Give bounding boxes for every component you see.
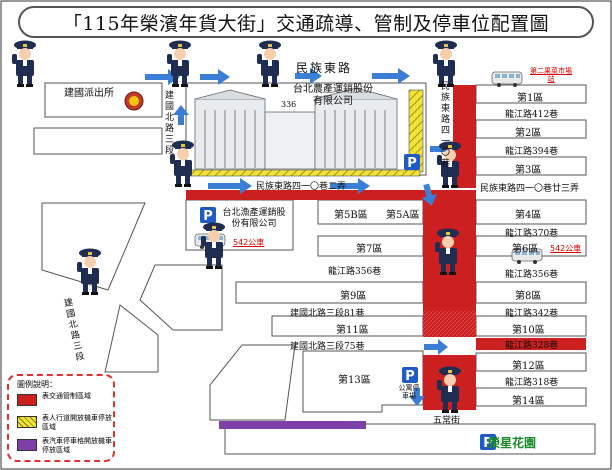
- legend-swatch-red: [17, 394, 37, 406]
- block-left-b: [139, 264, 223, 331]
- police-officer-icon: [12, 40, 36, 87]
- road-label-longjiang-342: 龍江路342巷: [505, 309, 559, 319]
- police-badge-icon: [124, 91, 144, 111]
- farmers-building: [194, 87, 398, 170]
- place-farmers-market: 台北農產運銷股份有限公司: [293, 84, 373, 107]
- zone-6: 第6區: [512, 244, 539, 255]
- legend-swatch-purple: [17, 439, 37, 451]
- legend-text-parking: 表汽車停車格開放機車停放區域: [42, 437, 112, 454]
- zone-14: 第14區: [512, 396, 545, 407]
- road-label-jianguo-75: 建國北路三段75巷: [290, 342, 365, 352]
- zone-10: 第10區: [512, 325, 545, 336]
- control-zone: [186, 190, 293, 200]
- bus-label-market: 第二果菜市場站: [530, 67, 572, 83]
- legend-item-parking: 表汽車停車格開放機車停放區域: [17, 437, 112, 455]
- road-label-jianguo-81: 建國北路三段81巷: [290, 309, 365, 319]
- legend-item-control: 表交通管制區域: [17, 392, 112, 410]
- zone-4: 第4區: [515, 210, 542, 221]
- place-police-station: 建國派出所: [64, 88, 114, 99]
- zone-3: 第3區: [515, 165, 542, 176]
- road-label-longjiang-370: 龍江路370巷: [505, 229, 559, 239]
- parking-icon: [402, 367, 418, 384]
- block-left-c: [104, 304, 159, 373]
- legend-text-sidewalk: 表人行道開放機車停放區域: [42, 414, 112, 431]
- zone-8: 第8區: [515, 291, 542, 302]
- police-officer-icon: [433, 40, 457, 87]
- control-zone: [423, 256, 476, 311]
- legend-swatch-yellow: [17, 416, 37, 428]
- zone-5b: 第5B區: [334, 210, 368, 221]
- legend-item-sidewalk: 表人行道開放機車停放區域: [17, 414, 112, 432]
- place-public-parking: 公寓停車場: [398, 384, 420, 400]
- road-label-longjiang-356-right: 龍江路356巷: [505, 270, 559, 280]
- scooter-sidewalk-zones: [187, 89, 424, 177]
- page-title: 「115年榮濱年貨大街」交通疏導、管制及停車位配置圖: [18, 6, 594, 38]
- road-label-longjiang-356-left: 龍江路356巷: [328, 267, 382, 277]
- road-label-longjiang-394: 龍江路394巷: [505, 147, 559, 157]
- place-building-number: 336: [281, 100, 297, 109]
- block-left-mid: [33, 127, 163, 155]
- parking-icon: [404, 154, 420, 171]
- legend: 圖例說明： 表交通管制區域 表人行道開放機車停放區域 表汽車停車格開放機車停放區…: [7, 374, 115, 462]
- zone-2: 第2區: [515, 128, 542, 139]
- road-label-jianguo-top: 建國北路三段: [165, 91, 175, 156]
- zone-9: 第9區: [340, 291, 367, 302]
- place-fish-market: 台北漁產運銷股份有限公司: [222, 208, 286, 229]
- parking-icon: [200, 207, 216, 224]
- bus-label-542-right: 542公車: [550, 244, 582, 253]
- road-label-minzu-41-vertical: 民族東路四一〇巷: [441, 82, 451, 169]
- control-zone: [476, 338, 586, 350]
- block-5: [317, 199, 424, 225]
- zone-1: 第1區: [517, 93, 544, 104]
- zone-7: 第7區: [356, 244, 383, 255]
- block-left-d: [209, 344, 296, 421]
- block-9: [235, 281, 424, 304]
- road-label-longjiang-328: 龍江路328巷: [505, 341, 559, 351]
- legend-title: 圖例說明：: [17, 380, 57, 389]
- zone-12: 第12區: [512, 361, 545, 372]
- block-13: [302, 350, 424, 413]
- control-zone: [293, 190, 476, 200]
- bus-label-542-left: 542公車: [233, 238, 265, 247]
- zone-5a: 第5A區: [386, 210, 420, 221]
- zone-13: 第13區: [338, 375, 371, 386]
- car-parking-scooter-zone: [219, 421, 366, 429]
- block-left-a: [41, 202, 146, 291]
- control-zone: [423, 311, 476, 337]
- title-text: 「115年榮濱年貨大街」交通疏導、管制及停車位配置圖: [62, 12, 550, 35]
- road-label-longjiang-412: 龍江路412巷: [505, 110, 559, 120]
- road-label-wuchang: 五常街: [433, 416, 461, 426]
- road-label-minzu-41-23: 民族東路四一〇巷廿三弄: [480, 184, 580, 194]
- place-ronxing-park: 榮星花園: [488, 436, 537, 450]
- legend-text-control: 表交通管制區域: [42, 392, 91, 400]
- road-label-minzu-east: 民族東路: [296, 61, 353, 75]
- police-officer-icon: [257, 40, 281, 87]
- zone-11: 第11區: [336, 325, 369, 336]
- road-label-longjiang-318: 龍江路318巷: [505, 378, 559, 388]
- road-label-minzu-41-2: 民族東路四一〇巷二弄: [256, 182, 347, 192]
